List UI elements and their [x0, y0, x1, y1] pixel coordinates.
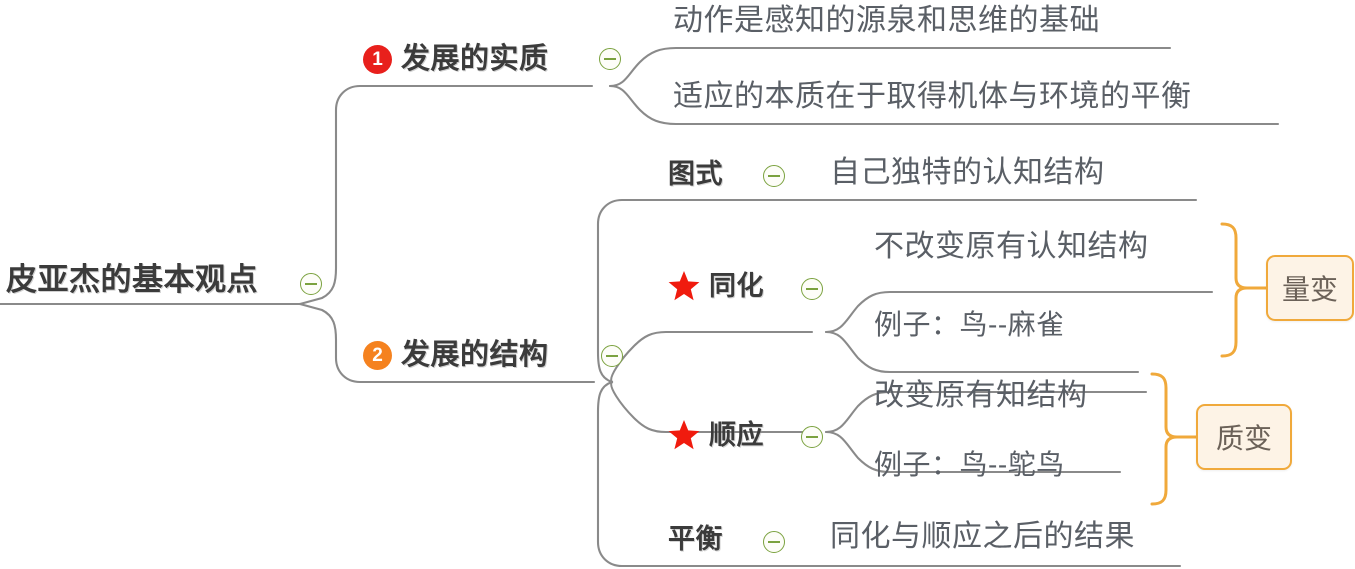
leaf-shiying-highlight: 适应 [673, 80, 734, 113]
leaf-ziji-renzhi-jiegou[interactable]: 自己 独特的认知结构 [830, 158, 1105, 188]
brace-shunying [1150, 372, 1179, 506]
leaf-lizi-maque-text: 例子：鸟--麻雀 [874, 309, 1065, 340]
root-node[interactable]: 皮亚杰的基本观点 [6, 264, 258, 295]
number-badge-2: 2 [363, 341, 392, 370]
leaf-gaibian-rest: 原有知结构 [935, 379, 1088, 412]
leaf-dongzuo-rest: 是感知的源泉和思维的基础 [734, 4, 1100, 37]
leaf-gaibian[interactable]: 改变 原有知结构 [874, 381, 1088, 411]
leaf-bugaibian[interactable]: 不改变 原有认知结构 [874, 232, 1149, 262]
node-pingheng-label: 平衡 [668, 524, 723, 554]
leaf-shiying-middle: 的本质在于取得机体与环境的 [734, 80, 1131, 113]
leaf-lizi-tuoniao-text: 例子：鸟--鸵鸟 [874, 449, 1065, 480]
leaf-bugaibian-highlight: 不改变 [874, 230, 966, 263]
branch-node-fazhan-jiegou-label: 发展的结构 [401, 339, 549, 371]
number-badge-1: 1 [363, 45, 392, 74]
node-pingheng[interactable]: 平衡 [668, 526, 723, 553]
leaf-lizi-tuoniao[interactable]: 例子：鸟--鸵鸟 [874, 451, 1065, 479]
leaf-bugaibian-rest: 原有认知结构 [965, 230, 1149, 263]
node-pingheng-collapse-toggle[interactable] [763, 531, 785, 553]
root-collapse-toggle[interactable] [300, 273, 322, 295]
branch-fazhan-shizhi-collapse-toggle[interactable] [599, 48, 621, 70]
leaf-tonghua-shunying-jieguo[interactable]: 同化与顺应之后的结果 [830, 522, 1135, 552]
node-tonghua-label: 同化 [709, 270, 764, 301]
branch-node-fazhan-jiegou[interactable]: 2 发展的结构 [363, 341, 549, 370]
branch-fazhan-jiegou-collapse-toggle[interactable] [601, 345, 623, 367]
leaf-shiying-pingheng: 平衡 [1130, 80, 1192, 113]
result-box-zhibian[interactable]: 质变 [1196, 404, 1292, 470]
leaf-shiying[interactable]: 适应 的本质在于取得机体与环境的 平衡 [673, 82, 1192, 112]
leaf-ziji-rest: 独特的认知结构 [891, 156, 1105, 189]
node-shunying-label: 顺应 [709, 419, 764, 450]
leaf-dongzuo[interactable]: 动作 是感知的源泉和思维的基础 [673, 6, 1100, 36]
branch-node-fazhan-shizhi[interactable]: 1 发展的实质 [363, 45, 549, 74]
node-tushi[interactable]: 图式 [668, 161, 723, 188]
node-tonghua-collapse-toggle[interactable] [801, 278, 823, 300]
wire-root-to-branch1 [298, 84, 594, 306]
node-tushi-collapse-toggle[interactable] [763, 165, 785, 187]
node-tonghua[interactable]: 同化 [668, 270, 764, 302]
result-box-liangbian-label: 量变 [1281, 274, 1338, 305]
branch-node-fazhan-shizhi-label: 发展的实质 [401, 43, 549, 75]
root-node-label: 皮亚杰的基本观点 [6, 262, 258, 297]
star-icon [668, 419, 700, 451]
star-icon [668, 270, 700, 302]
leaf-tonghua-shunying-jieguo-text: 同化与顺应之后的结果 [830, 520, 1135, 553]
node-shunying-collapse-toggle[interactable] [801, 426, 823, 448]
wire-branch2-to-tonghua [610, 330, 814, 384]
leaf-dongzuo-highlight: 动作 [673, 4, 734, 37]
leaf-lizi-maque[interactable]: 例子：鸟--麻雀 [874, 311, 1065, 339]
result-box-zhibian-label: 质变 [1215, 423, 1272, 454]
leaf-gaibian-highlight: 改变 [874, 379, 935, 412]
node-shunying[interactable]: 顺应 [668, 419, 764, 451]
result-box-liangbian[interactable]: 量变 [1266, 255, 1354, 321]
leaf-ziji-highlight: 自己 [830, 156, 891, 189]
brace-tonghua [1220, 222, 1249, 358]
node-tushi-label: 图式 [668, 159, 723, 189]
